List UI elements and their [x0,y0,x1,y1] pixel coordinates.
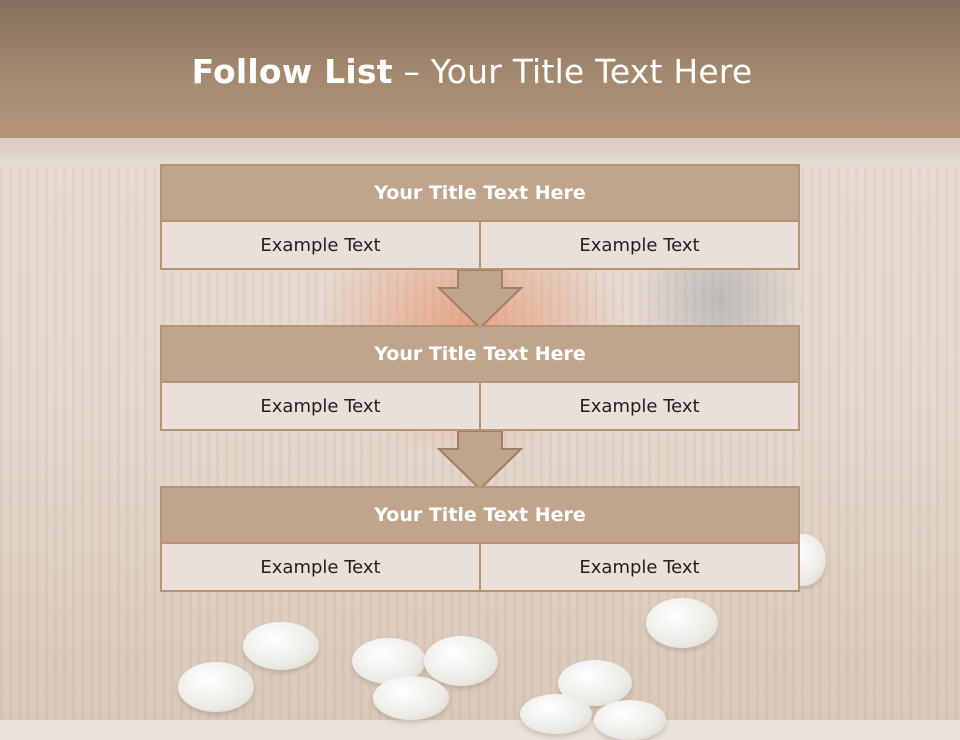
background-band [0,138,960,166]
block-cell-right: Example Text [479,544,798,590]
block-cell-left: Example Text [162,544,479,590]
pill-image [594,700,666,740]
block-row: Example Text Example Text [162,222,798,268]
slide-title: Follow List – Your Title Text Here [0,52,944,91]
block-cell-left: Example Text [162,383,479,429]
block-title: Your Title Text Here [162,166,798,222]
pill-image [373,676,449,720]
down-arrow-icon [437,431,523,491]
flow-block-2: Your Title Text Here Example Text Exampl… [160,325,800,431]
pill-image [424,636,498,686]
title-bar: Follow List – Your Title Text Here [0,0,960,138]
slide-title-bold: Follow List [191,52,393,91]
pill-image [243,622,319,670]
slide-title-rest: – Your Title Text Here [403,52,753,91]
pill-image [520,694,592,734]
pill-image [646,598,718,648]
block-cell-right: Example Text [479,383,798,429]
flow-block-1: Your Title Text Here Example Text Exampl… [160,164,800,270]
pill-image [178,662,254,712]
block-title: Your Title Text Here [162,488,798,544]
block-title: Your Title Text Here [162,327,798,383]
block-cell-left: Example Text [162,222,479,268]
flow-block-3: Your Title Text Here Example Text Exampl… [160,486,800,592]
down-arrow-icon [437,270,523,330]
block-row: Example Text Example Text [162,544,798,590]
block-row: Example Text Example Text [162,383,798,429]
block-cell-right: Example Text [479,222,798,268]
